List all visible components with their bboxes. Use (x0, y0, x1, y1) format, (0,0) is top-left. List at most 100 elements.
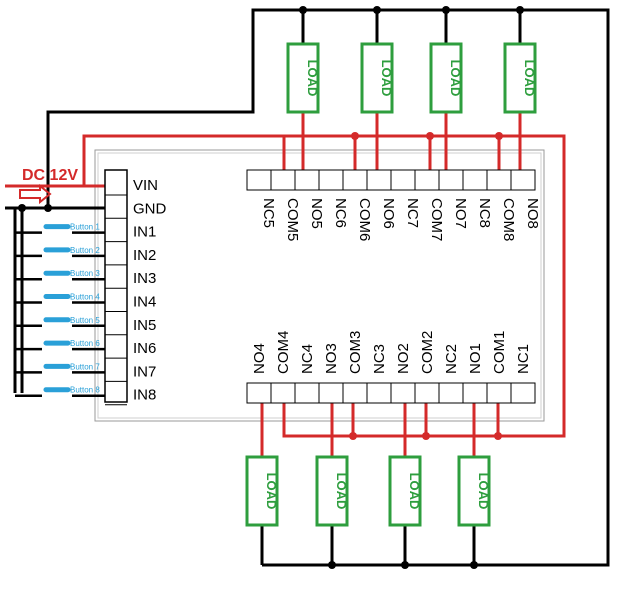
ground-wiring (5, 8, 610, 567)
terminal-nc3 (366, 382, 392, 404)
ground-junctions (18, 6, 524, 569)
vin-wiring (5, 112, 566, 456)
load-box-bottom-4 (457, 455, 491, 527)
pin-label-in6: IN6 (133, 340, 156, 357)
terminal-no7 (438, 169, 464, 191)
load-label-bottom-2: LOAD (334, 473, 349, 510)
input-header (104, 169, 128, 403)
terminal-no4 (246, 382, 272, 404)
load-box-top-1 (286, 42, 320, 114)
top-terminal-labels: NC5 COM5 NO5 NC6 COM6 NO6 NC7 COM7 NO7 NC8 COM8 NO8 (260, 198, 541, 241)
button-label-6: Button 6 (70, 339, 100, 348)
pin-label-in3: IN3 (133, 270, 156, 287)
terminal-com7 (414, 169, 440, 191)
load-label-top-2: LOAD (379, 60, 394, 97)
push-buttons: Button 1 Button 2 Button 3 Button 4 Button 5… (15, 223, 105, 397)
terminal-nc4 (294, 382, 320, 404)
terminal-com5 (270, 169, 296, 191)
load-label-bottom-1: LOAD (264, 473, 279, 510)
input-pin-cells (105, 194, 127, 406)
button-label-3: Button 3 (70, 269, 100, 278)
terminal-nc1 (510, 382, 536, 404)
load-label-bottom-3: LOAD (407, 473, 422, 510)
terminal-label-no3: NO3 (323, 343, 340, 374)
terminal-nc7 (390, 169, 416, 191)
terminal-label-nc5: NC5 (260, 198, 277, 228)
bottom-terminal-labels: NO4 COM4 NC4 NO3 COM3 NC3 NO2 COM2 NC2 NO1 COM1 NC1 (251, 331, 532, 374)
button-label-7: Button 7 (70, 362, 100, 371)
bottom-terminal-block (246, 382, 536, 404)
terminal-label-com5: COM5 (284, 198, 301, 241)
terminal-label-no2: NO2 (395, 343, 412, 374)
terminal-no6 (366, 169, 392, 191)
terminal-label-com3: COM3 (347, 331, 364, 374)
button-label-8: Button 8 (70, 386, 100, 395)
terminal-label-no4: NO4 (251, 343, 268, 374)
load-box-top-2 (360, 42, 394, 114)
terminal-com3 (342, 382, 368, 404)
pin-label-gnd: GND (133, 200, 167, 217)
pin-label-in7: IN7 (133, 363, 156, 380)
pin-label-in4: IN4 (133, 294, 156, 311)
terminal-com8 (486, 169, 512, 191)
pin-label-in8: IN8 (133, 387, 156, 404)
terminal-label-no7: NO7 (452, 198, 469, 229)
button-label-4: Button 4 (70, 293, 100, 302)
terminal-nc5 (246, 169, 272, 191)
relay-board-outline (94, 149, 545, 422)
terminal-label-nc6: NC6 (332, 198, 349, 228)
load-label-top-4: LOAD (522, 60, 537, 97)
pin-label-in1: IN1 (133, 224, 156, 241)
top-terminal-block (246, 169, 536, 191)
terminal-label-com8: COM8 (500, 198, 517, 241)
terminal-label-com4: COM4 (275, 331, 292, 374)
terminal-no3 (318, 382, 344, 404)
terminal-label-no8: NO8 (524, 198, 541, 229)
load-box-bottom-3 (388, 455, 422, 527)
load-box-bottom-2 (315, 455, 349, 527)
load-box-top-4 (503, 42, 537, 114)
terminal-label-nc7: NC7 (404, 198, 421, 228)
terminal-nc8 (462, 169, 488, 191)
terminal-com4 (270, 382, 296, 404)
terminal-no8 (510, 169, 536, 191)
load-label-bottom-4: LOAD (476, 473, 491, 510)
dc-supply-label: DC 12V (22, 167, 78, 184)
terminal-label-nc2: NC2 (443, 344, 460, 374)
terminal-label-nc3: NC3 (371, 344, 388, 374)
load-box-bottom-1 (245, 455, 279, 527)
pin-label-in2: IN2 (133, 247, 156, 264)
relay-board-inner (97, 152, 542, 419)
terminal-no1 (462, 382, 488, 404)
terminal-label-com1: COM1 (491, 331, 508, 374)
terminal-com1 (486, 382, 512, 404)
load-box-top-3 (429, 42, 463, 114)
load-label-top-3: LOAD (448, 60, 463, 97)
dc-input-arrow (19, 183, 52, 205)
terminal-label-no6: NO6 (380, 198, 397, 229)
pin-label-in5: IN5 (133, 317, 156, 334)
terminal-label-nc4: NC4 (299, 344, 316, 374)
button-label-5: Button 5 (70, 316, 100, 325)
terminal-label-com7: COM7 (428, 198, 445, 241)
pin-label-vin: VIN (133, 177, 158, 194)
button-label-2: Button 2 (70, 246, 100, 255)
terminal-com2 (414, 382, 440, 404)
terminal-label-com6: COM6 (356, 198, 373, 241)
terminal-label-no1: NO1 (467, 343, 484, 374)
terminal-label-no5: NO5 (308, 198, 325, 229)
button-label-1: Button 1 (70, 223, 100, 232)
terminal-com6 (342, 169, 368, 191)
terminal-nc6 (318, 169, 344, 191)
terminal-label-nc1: NC1 (515, 344, 532, 374)
terminal-no5 (294, 169, 320, 191)
loads: LOAD LOAD LOAD LOAD LOAD LOAD LOAD LOAD (245, 42, 537, 527)
vin-junctions (349, 132, 503, 440)
terminal-nc2 (438, 382, 464, 404)
load-label-top-1: LOAD (305, 60, 320, 97)
terminal-label-com2: COM2 (419, 331, 436, 374)
terminal-label-nc8: NC8 (476, 198, 493, 228)
terminal-no2 (390, 382, 416, 404)
